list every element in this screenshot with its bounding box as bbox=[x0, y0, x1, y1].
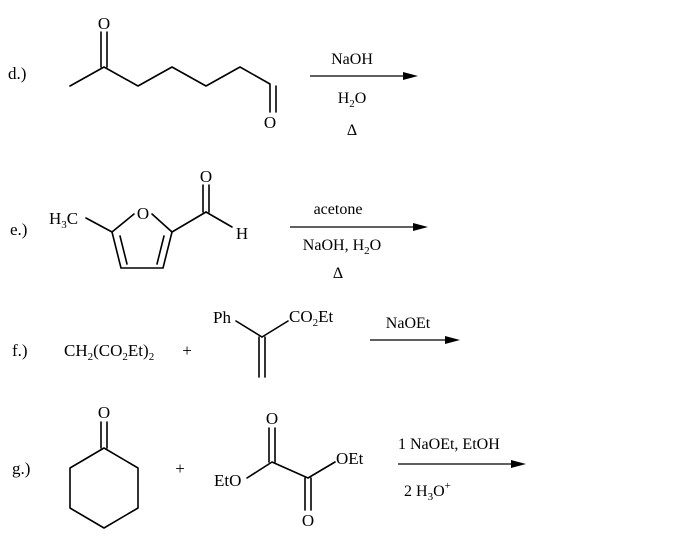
carbon-chain-bond bbox=[69, 66, 271, 113]
furan-ring bbox=[111, 213, 173, 269]
aldehyde-c-h-bond bbox=[205, 211, 233, 228]
diethyl-malonate-formula: CH2(CO2Et)2 bbox=[64, 341, 154, 363]
problem-d-molecule-ketoaldehyde: O O bbox=[69, 14, 277, 132]
right-ester-label: OEt bbox=[336, 449, 364, 468]
aldehyde-hydrogen-atom: H bbox=[236, 224, 248, 243]
problem-d-reaction-arrow bbox=[310, 72, 418, 80]
problem-d: d.) O O NaOH H2O Δ bbox=[8, 14, 418, 139]
condition-base-solvent: NaOH, H2O bbox=[303, 237, 381, 257]
carbonyl-carbon-bond bbox=[171, 211, 207, 233]
phenyl-bond bbox=[235, 320, 263, 338]
methyl-bond bbox=[85, 217, 113, 233]
condition-reagent: NaOH bbox=[331, 51, 373, 68]
problem-f-label: f.) bbox=[12, 341, 28, 360]
problem-f-reaction-arrow bbox=[370, 336, 460, 344]
upper-carbonyl-oxygen: O bbox=[266, 409, 278, 428]
furan-double-bond bbox=[119, 235, 128, 265]
ester-group-label: CO2Et bbox=[289, 307, 334, 329]
condition-solvent-text: H2O bbox=[338, 90, 367, 110]
problem-g-label: g.) bbox=[12, 459, 30, 478]
problem-f-molecule-acrylate: Ph CO2Et bbox=[213, 307, 334, 378]
condition-solvent: H2O bbox=[338, 90, 367, 110]
problem-g: g.) O + EtO O O OEt 1 NaOEt, EtOH 2 H3O+ bbox=[12, 403, 526, 530]
problem-e-reaction-arrow bbox=[290, 223, 428, 231]
carbonyl-oxygen-atom: O bbox=[200, 167, 212, 186]
condition-step-1: 1 NaOEt, EtOH bbox=[398, 436, 500, 453]
problem-f: f.) CH2(CO2Et)2 + Ph CO2Et NaOEt bbox=[12, 307, 460, 378]
problem-e-label: e.) bbox=[10, 220, 27, 239]
condition-heat: Δ bbox=[347, 122, 357, 139]
condition-reagent: acetone bbox=[314, 201, 363, 218]
problem-e: e.) H3C O O H acetone NaOH, H2O Δ bbox=[10, 167, 428, 282]
lower-carbonyl-oxygen: O bbox=[302, 511, 314, 530]
problem-e-molecule-methylfurfural: H3C O O H bbox=[49, 167, 248, 269]
condition-step-2: 2 H3O+ bbox=[404, 480, 451, 503]
ketone-oxygen-atom: O bbox=[98, 403, 110, 422]
problem-g-reaction-arrow bbox=[398, 460, 526, 468]
condition-heat: Δ bbox=[333, 265, 343, 282]
ring-oxygen-atom: O bbox=[137, 204, 149, 223]
condition-base: NaOEt bbox=[386, 315, 431, 332]
plus-sign: + bbox=[175, 459, 185, 478]
ketone-oxygen-atom: O bbox=[98, 14, 110, 33]
ester-bond bbox=[261, 320, 289, 338]
cyclohexane-ring bbox=[69, 447, 139, 529]
methyl-group-label: H3C bbox=[49, 209, 78, 231]
aldehyde-oxygen-atom: O bbox=[264, 113, 276, 132]
problem-g-molecule-diethyl-oxalate: EtO O O OEt bbox=[214, 409, 364, 530]
plus-sign: + bbox=[182, 341, 192, 360]
phenyl-label: Ph bbox=[213, 308, 231, 327]
left-ester-label: EtO bbox=[214, 471, 241, 490]
problem-g-molecule-cyclohexanone: O bbox=[69, 403, 139, 529]
problem-d-label: d.) bbox=[8, 64, 26, 83]
oxalate-backbone bbox=[246, 461, 336, 479]
furan-double-bond bbox=[156, 235, 165, 265]
